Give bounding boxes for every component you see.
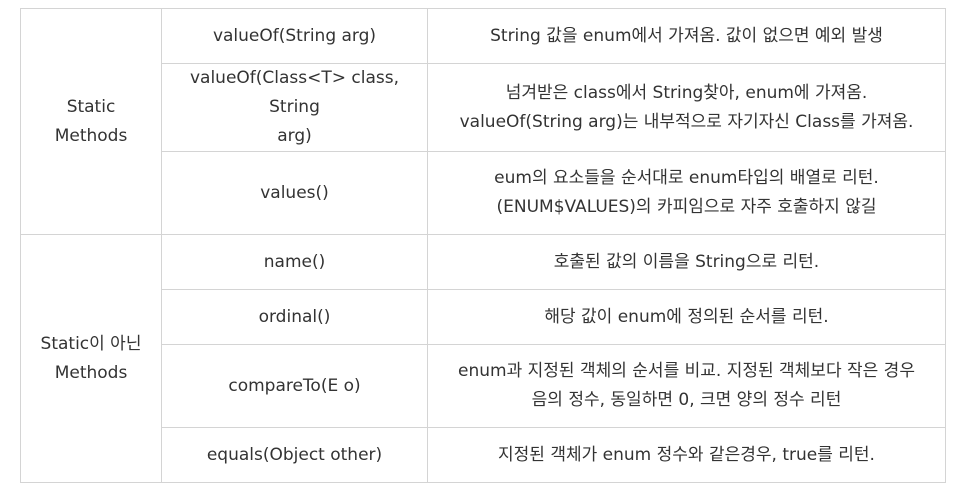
method-name: valueOf(Class<T> class, String [189, 68, 400, 117]
method-description: 호출된 값의 이름을 String으로 리턴. [553, 251, 820, 272]
description-cell: String 값을 enum에서 가져옴. 값이 없으면 예외 발생 [427, 8, 946, 64]
group-label-static: Static Methods [20, 8, 162, 235]
method-name: values() [260, 182, 329, 203]
method-cell: name() [161, 234, 428, 290]
group-label-line: Static이 아닌 [40, 333, 142, 354]
method-cell: ordinal() [161, 289, 428, 345]
enum-methods-table: Static Methods valueOf(String arg) Strin… [20, 8, 946, 483]
method-cell: values() [161, 151, 428, 235]
method-name: name() [263, 251, 326, 272]
method-description: 해당 값이 enum에 정의된 순서를 리턴. [544, 306, 829, 327]
group-label-line: Methods [54, 125, 128, 146]
description-cell: enum과 지정된 객체의 순서를 비교. 지정된 객체보다 작은 경우 음의 … [427, 344, 946, 428]
method-description: enum과 지정된 객체의 순서를 비교. 지정된 객체보다 작은 경우 [458, 361, 915, 381]
table-row: values() eum의 요소들을 순서대로 enum타입의 배열로 리턴. … [21, 151, 946, 235]
table-row: Static이 아닌 Methods name() 호출된 값의 이름을 Str… [20, 234, 946, 483]
method-name: equals(Object other) [206, 444, 383, 465]
method-cell: compareTo(E o) [161, 344, 428, 428]
description-cell: 해당 값이 enum에 정의된 순서를 리턴. [427, 289, 946, 345]
description-cell: eum의 요소들을 순서대로 enum타입의 배열로 리턴. (ENUM$VAL… [427, 151, 946, 235]
table-row: Static Methods valueOf(String arg) Strin… [20, 8, 946, 235]
enum-methods-table-container: Static Methods valueOf(String arg) Strin… [20, 8, 946, 483]
table-row: compareTo(E o) enum과 지정된 객체의 순서를 비교. 지정된… [21, 344, 946, 428]
method-name: compareTo(E o) [228, 375, 361, 396]
method-name: valueOf(String arg) [212, 25, 377, 46]
description-cell: 넘겨받은 class에서 String찾아, enum에 가져옴. valueO… [427, 63, 946, 152]
table-row: ordinal() 해당 값이 enum에 정의된 순서를 리턴. [21, 289, 946, 345]
method-description: 음의 정수, 동일하면 0, 크면 양의 정수 리턴 [531, 390, 842, 410]
group-label-line: Methods [54, 362, 128, 383]
method-description: String 값을 enum에서 가져옴. 값이 없으면 예외 발생 [490, 25, 883, 46]
method-description: eum의 요소들을 순서대로 enum타입의 배열로 리턴. [494, 168, 879, 188]
table-row: valueOf(Class<T> class, String arg) 넘겨받은… [21, 63, 946, 152]
table-row: equals(Object other) 지정된 객체가 enum 정수와 같은… [21, 427, 946, 483]
method-description: (ENUM$VALUES)의 카피임으로 자주 호출하지 않길 [496, 197, 877, 217]
method-cell: valueOf(Class<T> class, String arg) [161, 63, 428, 152]
group-label-non-static: Static이 아닌 Methods [20, 234, 162, 483]
description-cell: 호출된 값의 이름을 String으로 리턴. [427, 234, 946, 290]
method-description: 지정된 객체가 enum 정수와 같은경우, true를 리턴. [498, 444, 875, 465]
method-cell: equals(Object other) [161, 427, 428, 483]
method-description: 넘겨받은 class에서 String찾아, enum에 가져옴. [505, 82, 868, 103]
method-name: arg) [277, 126, 312, 146]
description-cell: 지정된 객체가 enum 정수와 같은경우, true를 리턴. [427, 427, 946, 483]
method-cell: valueOf(String arg) [161, 8, 428, 64]
method-description: valueOf(String arg)는 내부적으로 자기자신 Class를 가… [459, 111, 914, 132]
group-label-line: Static [66, 96, 116, 117]
method-name: ordinal() [258, 306, 331, 327]
